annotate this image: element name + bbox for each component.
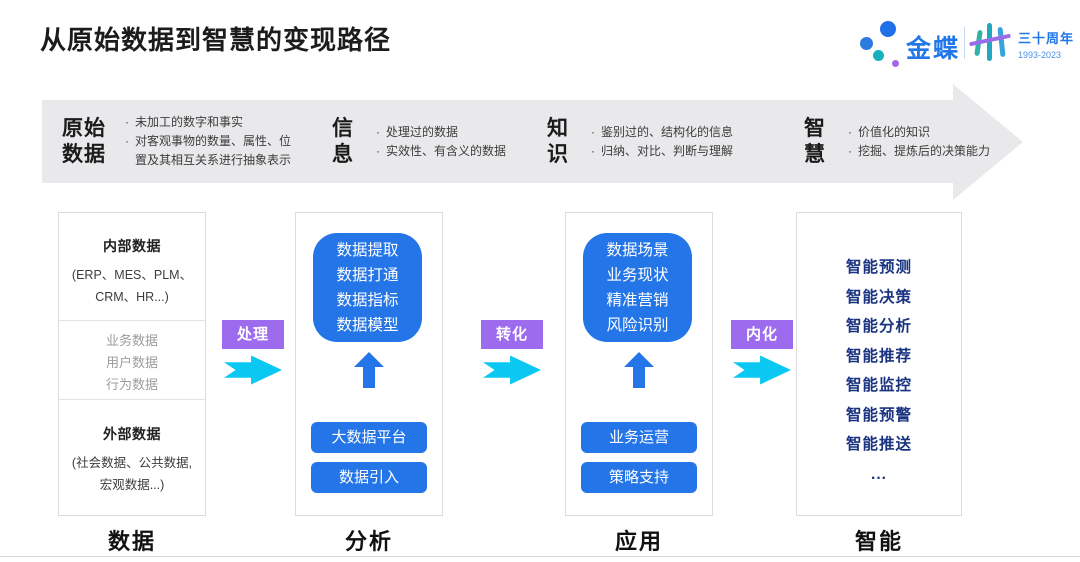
up-arrow-icon	[354, 352, 384, 388]
column-label-intelligence: 智能	[854, 529, 903, 554]
thirty-anniversary-icon	[969, 21, 1011, 65]
up-arrow-icon	[624, 352, 654, 388]
connector-transform: 转化	[480, 320, 544, 390]
bullet-icon: ·	[376, 124, 380, 139]
core-topics-card: 数据提取数据打通数据指标数据模型	[313, 233, 422, 342]
stage-point: ·归纳、对比、判断与理解	[585, 142, 733, 161]
banner-arrowhead	[953, 84, 1023, 200]
data-item: 用户数据	[105, 355, 158, 370]
core-topic: 数据指标	[336, 291, 399, 309]
intelligence-item: 智能推送	[845, 436, 912, 453]
data-section: 业务数据用户数据行为数据	[59, 320, 205, 400]
page-title: 从原始数据到智慧的变现路径	[40, 25, 392, 55]
banner-stage-knowledge: 知识 ·鉴别过的、结构化的信息·归纳、对比、判断与理解	[547, 100, 733, 183]
intelligence-item: ...	[871, 465, 887, 483]
stage-points: ·价值化的知识·挖掘、提炼后的决策能力	[842, 123, 990, 161]
intelligence-item: 智能决策	[845, 288, 912, 306]
core-topic: 精准营销	[606, 291, 669, 309]
section-subtext: (社会数据、公共数据,宏观数据...)	[71, 456, 193, 492]
stage-name: 智慧	[804, 116, 826, 166]
stage-name: 信息	[332, 116, 354, 166]
bullet-icon: ·	[848, 143, 852, 158]
section-heading: 外部数据	[103, 426, 161, 442]
stage-point: ·实效性、有含义的数据	[370, 142, 506, 161]
intelligence-item: 智能分析	[845, 318, 912, 335]
core-topic: 数据提取	[336, 241, 399, 259]
column-label-analysis: 分析	[344, 529, 393, 554]
intelligence-list: 智能预测智能决策智能分析智能推荐智能监控智能预警智能推送...	[797, 213, 961, 489]
kingdee-logo: 金蝶 三十周年 1993-2023	[850, 14, 1073, 72]
connector-label: 内化	[731, 320, 793, 349]
connector-label: 处理	[222, 320, 284, 349]
bottom-border-line	[0, 556, 1080, 557]
core-topics-card: 数据场景业务现状精准营销风险识别	[583, 233, 692, 342]
connector-process: 处理	[221, 320, 285, 390]
connector-internalize: 内化	[730, 320, 794, 390]
core-topic: 数据场景	[606, 241, 669, 259]
logo-divider	[964, 27, 965, 59]
core-topic: 风险识别	[606, 316, 669, 334]
column-label-data: 数据	[107, 529, 156, 554]
logo-dot-icon	[873, 50, 884, 61]
data-section: 内部数据 (ERP、MES、PLM、CRM、HR...)	[59, 213, 205, 320]
logo-dot-icon	[860, 37, 873, 50]
stage-points: ·鉴别过的、结构化的信息·归纳、对比、判断与理解	[585, 123, 733, 161]
column-analysis: 数据提取数据打通数据指标数据模型大数据平台数据引入	[295, 212, 443, 516]
right-arrow-icon	[224, 355, 282, 385]
stage-points: ·未加工的数字和事实·对客观事物的数量、属性、位置及其相互关系进行抽象表示	[119, 113, 298, 170]
stage-point: ·挖掘、提炼后的决策能力	[842, 142, 990, 161]
stage-point: ·鉴别过的、结构化的信息	[585, 123, 733, 142]
stage-point: ·对客观事物的数量、属性、位置及其相互关系进行抽象表示	[119, 132, 298, 170]
data-item: 行为数据	[105, 377, 158, 392]
bullet-icon: ·	[125, 115, 129, 129]
column-intelligence: 智能预测智能决策智能分析智能推荐智能监控智能预警智能推送...	[796, 212, 962, 516]
connector-label: 转化	[481, 320, 543, 349]
pill-button: 策略支持	[581, 462, 697, 493]
column-application: 数据场景业务现状精准营销风险识别业务运营策略支持	[565, 212, 713, 516]
intelligence-item: 智能预警	[845, 406, 912, 424]
column-data: 内部数据 (ERP、MES、PLM、CRM、HR...) 业务数据用户数据行为数据外…	[58, 212, 206, 516]
anniversary-label: 三十周年	[1018, 31, 1075, 46]
column-label-application: 应用	[614, 529, 663, 554]
intelligence-item: 智能推荐	[845, 347, 912, 365]
brand-name: 金蝶	[906, 35, 961, 63]
data-section: 外部数据 (社会数据、公共数据,宏观数据...)	[59, 400, 205, 496]
core-topic: 数据模型	[336, 316, 399, 334]
bullet-icon: ·	[591, 143, 595, 158]
banner-stage-raw-data: 原始数据 ·未加工的数字和事实·对客观事物的数量、属性、位置及其相互关系进行抽象表…	[62, 100, 298, 183]
stage-name: 知识	[547, 116, 569, 166]
logo-dot-icon	[892, 60, 899, 67]
right-arrow-icon	[483, 355, 541, 385]
pill-button: 大数据平台	[311, 422, 427, 453]
pill-button: 数据引入	[311, 462, 427, 493]
core-topic: 业务现状	[606, 266, 669, 284]
dikw-arrow-banner: 原始数据 ·未加工的数字和事实·对客观事物的数量、属性、位置及其相互关系进行抽象表…	[42, 84, 1023, 200]
stage-points: ·处理过的数据·实效性、有含义的数据	[370, 123, 506, 161]
right-arrow-icon	[733, 355, 791, 385]
anniversary-years: 1993-2023	[1018, 50, 1062, 60]
core-topic: 数据打通	[336, 266, 399, 284]
intelligence-item: 智能监控	[845, 377, 912, 394]
bullet-icon: ·	[125, 134, 129, 148]
section-heading: 内部数据	[103, 238, 161, 254]
stage-point: ·价值化的知识	[842, 123, 990, 142]
intelligence-item: 智能预测	[845, 259, 912, 276]
pill-button: 业务运营	[581, 422, 697, 453]
logo-dot-icon	[880, 21, 896, 37]
stage-name: 原始数据	[62, 116, 106, 166]
bullet-icon: ·	[591, 124, 595, 139]
section-subtext: (ERP、MES、PLM、CRM、HR...)	[71, 268, 193, 304]
data-item: 业务数据	[105, 333, 158, 348]
banner-stage-wisdom: 智慧 ·价值化的知识·挖掘、提炼后的决策能力	[804, 100, 990, 183]
stage-point: ·处理过的数据	[370, 123, 506, 142]
bullet-icon: ·	[376, 143, 380, 158]
anniversary-text: 三十周年 1993-2023	[1018, 28, 1074, 60]
bullet-icon: ·	[848, 124, 852, 139]
banner-stage-information: 信息 ·处理过的数据·实效性、有含义的数据	[332, 100, 506, 183]
stage-point: ·未加工的数字和事实	[119, 113, 298, 132]
